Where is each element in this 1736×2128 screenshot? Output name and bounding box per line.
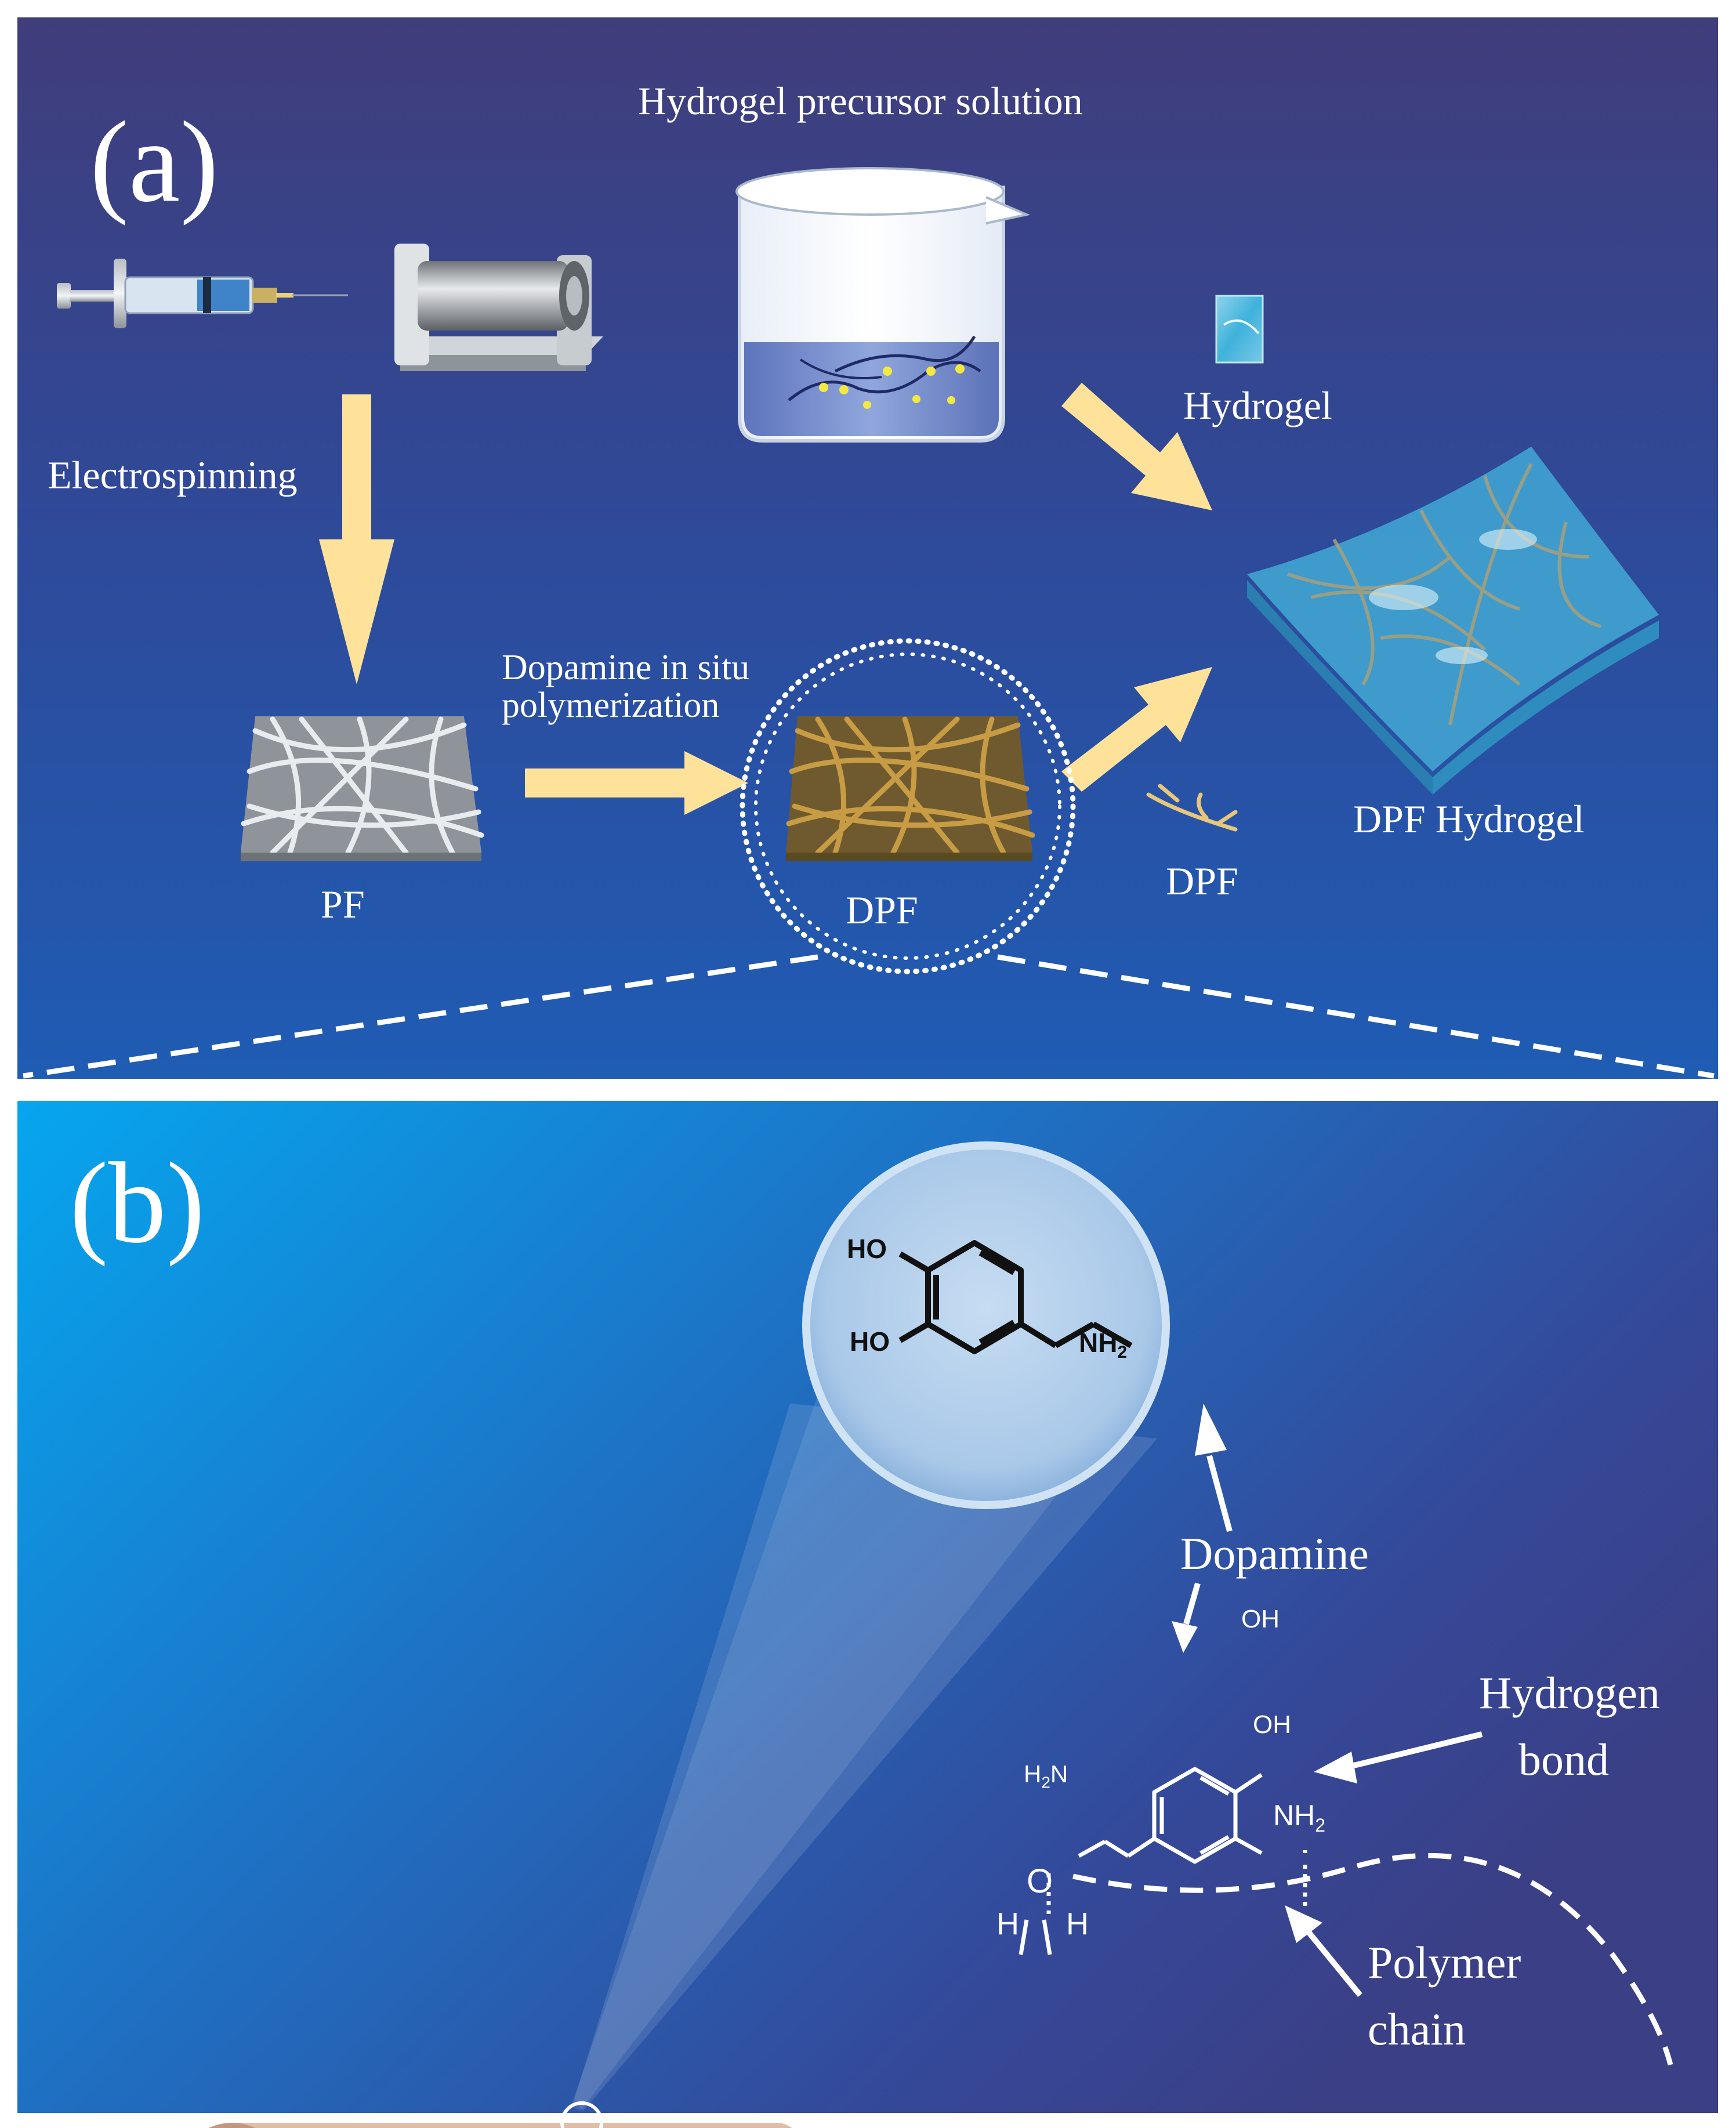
arrow-down-to-ring-icon <box>1172 1582 1201 1653</box>
panel-b-letter: (b) <box>70 1139 205 1267</box>
h2n-label: H2N <box>1024 1760 1068 1792</box>
syringe-icon <box>57 259 348 328</box>
ho-bottom-label: HO <box>850 1326 890 1357</box>
arrow-up-left-polymer-icon <box>1285 1905 1362 1998</box>
nh2-bond-label: NH2 <box>1273 1799 1326 1836</box>
dopamine-polymerization-label-line1: Dopamine in situ <box>502 648 750 687</box>
zoom-source-ring <box>560 2101 603 2128</box>
nh2-zoom-label: NH2 <box>1079 1328 1128 1362</box>
arrow-up-icon <box>1195 1404 1233 1532</box>
oh-right-label: OH <box>1253 1710 1291 1739</box>
pf-label: PF <box>321 882 365 926</box>
arrow-right-icon <box>525 751 748 815</box>
water-hydrogen-left-label: H <box>996 1906 1019 1941</box>
zoom-highlight-circle <box>740 638 1076 974</box>
arrow-diagonal-up-icon <box>1061 667 1212 792</box>
dpf-label: DPF <box>846 888 918 932</box>
panel-a-letter: (a) <box>90 98 219 226</box>
arrow-left-hbond-icon <box>1314 1731 1483 1783</box>
polymer-chain-label-line2: chain <box>1368 2004 1466 2054</box>
hydrogen-bond-label-line1: Hydrogen <box>1479 1667 1660 1718</box>
water-hydrogen-right-label: H <box>1066 1906 1089 1941</box>
polymer-chain-label-line1: Polymer <box>1368 1937 1521 1988</box>
hydrogen-bond-label-line2: bond <box>1518 1734 1609 1785</box>
water-oxygen-label: O <box>1027 1862 1053 1900</box>
oh-top-label: OH <box>1241 1605 1280 1633</box>
coated-fiber-icon <box>208 2123 792 2128</box>
dopamine-polymerization-label-line2: polymerization <box>502 686 720 725</box>
process-arrows <box>319 383 1212 815</box>
polymer-chain-curve <box>1072 1853 1673 2066</box>
zoom-beam <box>571 1328 1154 2111</box>
dopamine-zoom-circle <box>802 1141 1170 1509</box>
precursor-solution-label: Hydrogel precursor solution <box>638 79 1083 123</box>
zoom-guide-lines <box>23 954 1715 1079</box>
dpf-fiber-mat-icon <box>786 716 1035 861</box>
dopamine-structure-icon <box>898 1240 1133 1354</box>
electrospinning-label: Electrospinning <box>48 453 298 497</box>
dpf-hydrogel-label: DPF Hydrogel <box>1353 797 1585 841</box>
pf-fiber-mat-icon <box>241 716 484 861</box>
arrow-diagonal-down-icon <box>1061 383 1212 510</box>
dpf-fiber-icon <box>1146 784 1238 832</box>
dpf-fiber-label: DPF <box>1166 859 1238 903</box>
hydrogel-icon <box>1215 295 1264 364</box>
ho-top-label: HO <box>847 1234 887 1264</box>
dpf-hydrogel-icon <box>1247 447 1659 795</box>
beaker-icon <box>735 167 1031 443</box>
dopamine-label: Dopamine <box>1180 1528 1369 1579</box>
annotation-arrows <box>1172 1404 1483 1998</box>
arrow-down-icon <box>319 394 394 684</box>
hydrogen-bond-diagram <box>1019 1767 1307 1955</box>
roller-collector-icon <box>394 244 603 371</box>
hydrogel-label: Hydrogel <box>1183 383 1332 427</box>
